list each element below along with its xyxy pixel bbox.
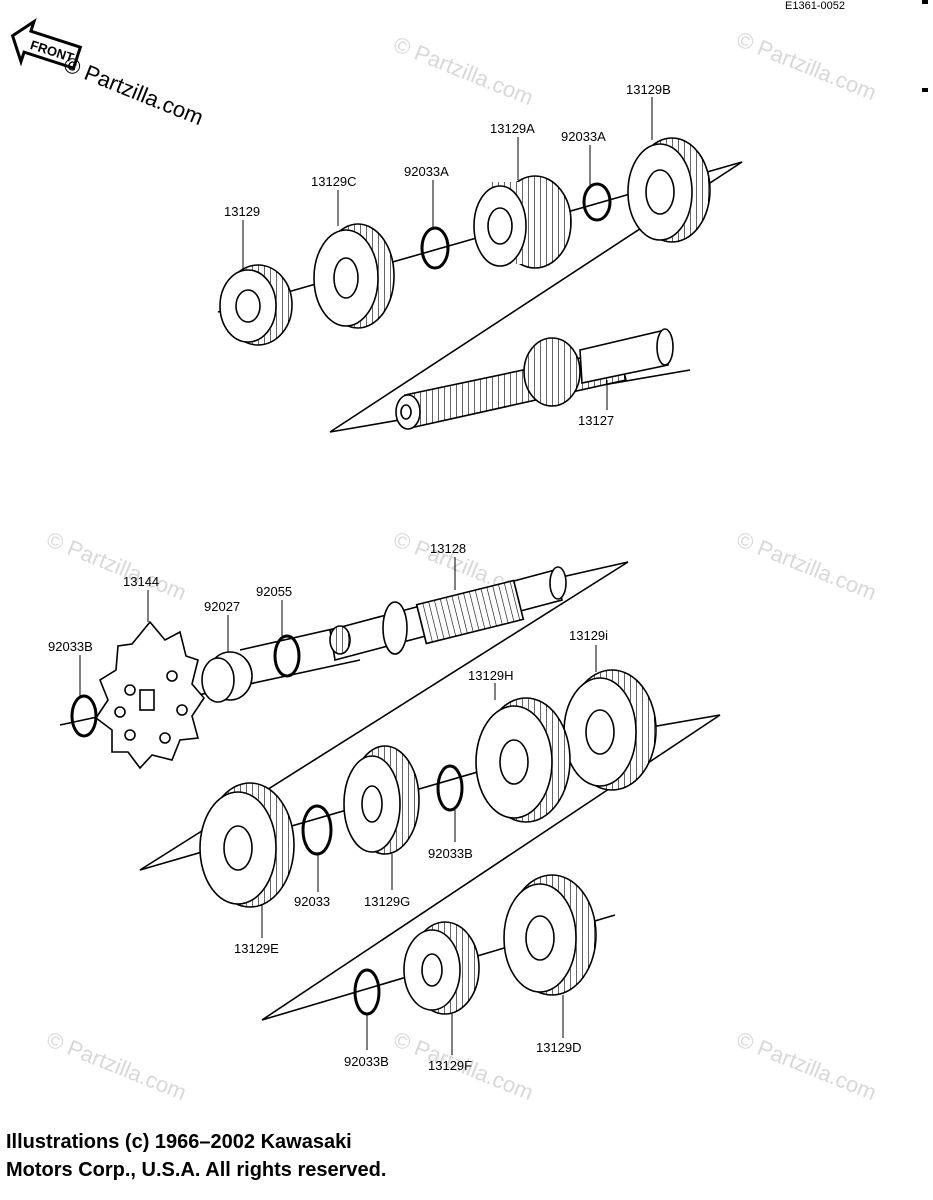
label-92033B: 92033B (48, 639, 93, 654)
watermark: © Partzilla.com (43, 1026, 190, 1105)
label-13129E: 13129E (234, 941, 279, 956)
label-13129D: 13129D (536, 1040, 582, 1055)
circlip-92033A-right (582, 182, 612, 222)
gear-13129C (313, 223, 395, 329)
label-13129G: 13129G (364, 894, 410, 909)
circlip-92033A (420, 226, 450, 270)
label-92033A-right: 92033A (561, 129, 606, 144)
label-92033B-bottom: 92033B (344, 1054, 389, 1069)
label-13129: 13129 (224, 204, 260, 219)
upper-assembly (217, 137, 743, 433)
corner-mark (922, 0, 928, 4)
label-13129F: 13129F (428, 1058, 472, 1073)
watermark: © Partzilla.com (390, 31, 537, 110)
gear-13129H (475, 697, 571, 823)
label-13129C: 13129C (311, 174, 357, 189)
label-13144: 13144 (123, 574, 159, 589)
copyright-notice: Illustrations (c) 1966–2002 Kawasaki Mot… (6, 1128, 606, 1184)
sprocket-13144 (94, 620, 206, 770)
watermark: © Partzilla.com (733, 26, 880, 105)
drawing-code: E1361-0052 (785, 0, 845, 12)
label-13127: 13127 (578, 413, 614, 428)
gear-13129B (627, 137, 711, 243)
label-92055: 92055 (256, 584, 292, 599)
copyright-line-2: Motors Corp., U.S.A. All rights reserved… (6, 1159, 387, 1181)
label-13129B: 13129B (626, 82, 671, 97)
watermark-dark: © Partzilla.com (60, 51, 207, 130)
circlip-92033 (301, 804, 333, 856)
washer-92055 (273, 634, 301, 678)
label-92033B-mid: 92033B (428, 846, 473, 861)
lower-assembly (59, 561, 721, 1021)
part-labels: 13129 13129C 92033A 13129A 92033A 13129B… (48, 82, 671, 1073)
gear-13129A (473, 175, 572, 269)
circlip-92033B-mid (436, 764, 464, 812)
corner-mark (922, 88, 928, 92)
label-92033: 92033 (294, 894, 330, 909)
copyright-line-1: Illustrations (c) 1966–2002 Kawasaki (6, 1131, 352, 1153)
label-13129H: 13129H (468, 668, 514, 683)
label-13128: 13128 (430, 541, 466, 556)
label-92027: 92027 (204, 599, 240, 614)
watermark: © Partzilla.com (43, 526, 190, 605)
label-13129A: 13129A (490, 121, 535, 136)
gear-13129i (563, 669, 657, 791)
gear-13129 (219, 264, 293, 346)
watermark: © Partzilla.com (733, 1026, 880, 1105)
watermark: © Partzilla.com (733, 526, 880, 605)
gear-13129D (503, 874, 597, 996)
shaft-13127 (395, 328, 674, 430)
label-13129i: 13129i (569, 628, 608, 643)
label-92033A: 92033A (404, 164, 449, 179)
gear-13129G (343, 745, 420, 855)
gear-13129F (403, 921, 480, 1015)
collar-92027 (201, 651, 253, 703)
gear-13129E (199, 782, 295, 908)
circlip-92033B-left (70, 694, 98, 738)
leader-lines (79, 97, 653, 1055)
shaft-13128 (329, 566, 567, 661)
